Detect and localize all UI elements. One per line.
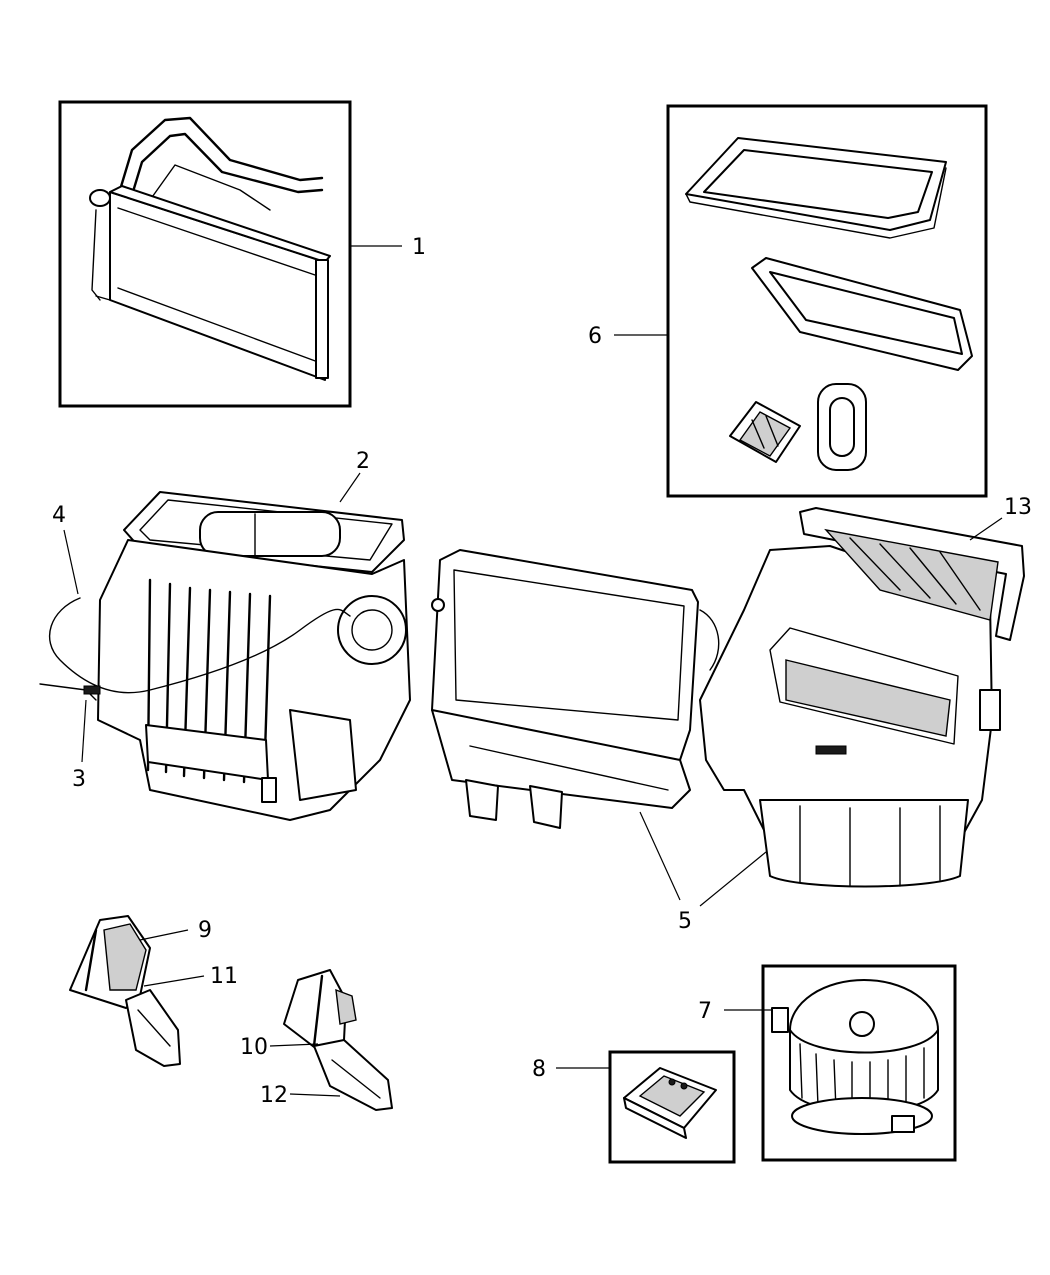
leader-5b: [699, 851, 767, 907]
callout-1: 1: [412, 235, 426, 260]
leader-5a: [639, 811, 681, 901]
temp-sensor-tip: [83, 685, 101, 695]
blower-resistor-base: [623, 1097, 687, 1139]
callout-12: 12: [260, 1083, 288, 1108]
leader-12: [289, 1093, 341, 1097]
heater-core-fin-1: [117, 207, 319, 277]
heater-core-top-tank: [109, 185, 331, 263]
housing-drain: [261, 777, 277, 803]
leader-13: [969, 517, 1003, 541]
blower-housing-shell: [759, 799, 969, 888]
blower-resistor-box: [608, 1050, 736, 1164]
leader-9: [139, 929, 189, 941]
seal-connector-rib-2: [765, 415, 779, 447]
callout-7: 7: [698, 999, 712, 1024]
temp-sensor-cable: [49, 597, 351, 694]
duct-center-lower: [313, 1039, 393, 1111]
hvac-housing-left[interactable]: [39, 491, 411, 821]
heater-core-bracket: [95, 295, 111, 301]
housing-top-frame-inner: [139, 499, 393, 561]
seal-kit-group[interactable]: [666, 104, 988, 498]
cabin-filter[interactable]: [799, 507, 1025, 641]
center-housing-pin: [431, 598, 445, 612]
heater-core-tube-outer: [118, 116, 324, 192]
center-housing-hose: [699, 609, 720, 671]
blower-motor-connector: [771, 1007, 789, 1033]
blade-1: [799, 1043, 803, 1099]
housing-lower-duct: [289, 709, 357, 801]
duct-center[interactable]: [283, 969, 393, 1111]
heater-core-side-bracket: [91, 209, 101, 301]
blower-housing-connector: [979, 689, 1001, 731]
blower-housing-label: [815, 745, 847, 755]
leader-10: [269, 1043, 319, 1047]
leader-4: [63, 529, 79, 595]
heater-core-tube-loop: [149, 164, 271, 211]
heater-core-tube-inner: [130, 132, 324, 197]
seal-upper-edge: [685, 167, 947, 239]
center-housing-lower: [431, 709, 691, 809]
blower-resistor-group[interactable]: [608, 1050, 736, 1164]
blower-housing-filter-slot: [785, 659, 951, 737]
callout-13: 13: [1004, 495, 1032, 520]
seal-connector-rib-1: [751, 419, 765, 449]
cabin-filter-pleat-3: [909, 547, 957, 605]
leader-3: [81, 699, 87, 763]
callout-6: 6: [588, 324, 602, 349]
duct-center-seal: [312, 974, 324, 1048]
seal-kit-box: [666, 104, 988, 498]
blower-motor-group[interactable]: [761, 964, 957, 1162]
duct-left-lower-seam: [137, 1009, 171, 1047]
seal-connector: [729, 401, 801, 463]
duct-left-lower: [125, 989, 181, 1067]
duct-left-seal: [84, 928, 98, 992]
blower-resistor-face: [638, 1075, 706, 1117]
heater-core-fin-2: [117, 287, 319, 363]
center-housing-leg-2: [529, 785, 563, 829]
heater-core-end-tank: [315, 259, 329, 379]
center-housing-seam: [469, 745, 669, 791]
leader-2: [339, 472, 361, 503]
callout-9: 9: [198, 918, 212, 943]
hvac-housing-right[interactable]: [431, 545, 1001, 888]
callout-3: 3: [72, 767, 86, 792]
blower-resistor-pin-2: [680, 1082, 688, 1090]
heater-core-box: [58, 100, 352, 408]
blower-resistor-pin-1: [668, 1078, 676, 1086]
cabin-filter-pleat-1: [849, 537, 901, 591]
center-housing-panel-inner: [453, 569, 685, 721]
seal-oval-gasket-inner: [829, 397, 855, 457]
heater-core-group[interactable]: [58, 100, 352, 408]
cabin-filter-media: [824, 528, 999, 621]
housing-side-motor: [337, 595, 407, 665]
cabin-filter-pleat-2: [879, 543, 931, 599]
duct-center-tab: [335, 988, 357, 1025]
blower-wheel-hub: [849, 1011, 875, 1037]
blower-housing-opening: [769, 627, 959, 745]
duct-left[interactable]: [69, 915, 181, 1067]
blower-motor-box: [761, 964, 957, 1162]
leader-11: [143, 975, 205, 987]
duct-center-lower-seam: [331, 1059, 381, 1099]
callout-5: 5: [678, 909, 692, 934]
blower-motor-tab: [891, 1115, 915, 1133]
seal-middle-inner: [769, 271, 963, 355]
blade-2: [815, 1053, 819, 1107]
callout-8: 8: [532, 1057, 546, 1082]
callout-10: 10: [240, 1035, 268, 1060]
housing-blend-drum: [199, 511, 341, 557]
callout-2: 2: [356, 449, 370, 474]
cabin-filter-pleat-4: [939, 551, 981, 611]
housing-side-motor-hub: [351, 609, 393, 651]
heater-core-inlet: [89, 189, 111, 207]
duct-left-face: [103, 923, 147, 991]
center-housing-leg-1: [465, 779, 499, 821]
callout-4: 4: [52, 503, 66, 528]
callout-11: 11: [210, 964, 238, 989]
seal-upper-inner: [703, 149, 933, 219]
